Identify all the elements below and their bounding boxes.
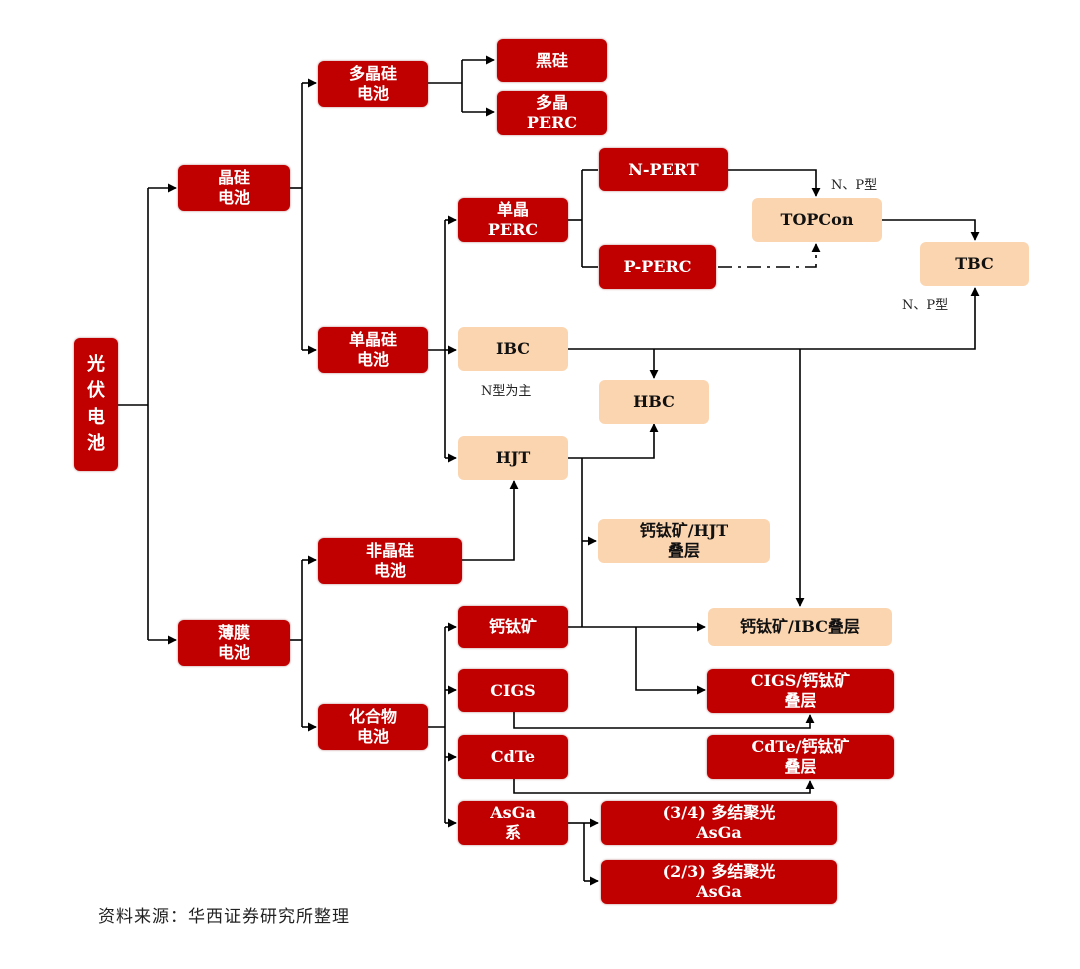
node-label-line: 系: [504, 823, 521, 842]
node-label-line: 薄膜: [217, 623, 250, 642]
node-label-line: AsGa: [490, 803, 536, 822]
node-black-silicon: 黑硅: [497, 39, 607, 82]
node-poly-perc: 多晶 PERC: [497, 91, 607, 135]
source-note: 资料来源：华西证券研究所整理: [98, 907, 350, 927]
node-p-perc: P-PERC: [599, 245, 716, 289]
node-label-line: IBC: [495, 339, 531, 358]
annotation-np-type-topcon: N、P型: [831, 178, 878, 193]
node-cigs-perovskite-tandem: CIGS/钙钛矿 叠层: [707, 669, 894, 713]
node-pv-cell-char: 光: [87, 354, 105, 376]
node-label-line: 电池: [217, 188, 250, 207]
node-label-line: (3/4) 多结聚光: [662, 803, 776, 822]
node-perovskite-ibc-tandem: 钙钛矿/IBC叠层: [708, 608, 892, 646]
node-asga-3-4-junction: (3/4) 多结聚光 AsGa: [601, 801, 837, 845]
node-label-line: CIGS/钙钛矿: [750, 671, 851, 690]
node-label-line: P-PERC: [623, 257, 692, 276]
node-crystalline-cell: 晶硅 电池: [178, 165, 290, 211]
node-label-line: 钙钛矿/HJT: [639, 521, 729, 540]
node-label-line: 黑硅: [535, 50, 568, 70]
node-label-line: HJT: [495, 448, 531, 467]
node-label-line: (2/3) 多结聚光: [662, 862, 776, 881]
node-label-line: 电池: [356, 84, 389, 103]
node-label-line: 晶硅: [217, 168, 250, 187]
node-label-line: 叠层: [784, 691, 817, 710]
node-label-line: 非晶硅: [365, 541, 414, 560]
node-label-line: AsGa: [696, 882, 742, 901]
node-thinfilm-cell: 薄膜 电池: [178, 620, 290, 666]
node-label-line: 多晶: [535, 93, 568, 112]
node-cigs: CIGS: [458, 669, 568, 712]
node-perovskite: 钙钛矿: [458, 606, 568, 648]
node-label-line: 电池: [356, 727, 389, 746]
node-n-pert: N-PERT: [599, 148, 728, 191]
node-label-line: PERC: [487, 220, 539, 239]
node-label-line: CdTe: [490, 747, 536, 766]
node-label-line: 叠层: [667, 541, 700, 560]
node-tbc: TBC: [920, 242, 1029, 286]
node-label-line: 钙钛矿/IBC叠层: [740, 617, 860, 636]
node-ibc: IBC: [458, 327, 568, 371]
node-pv-cell-char: 池: [87, 432, 105, 454]
node-label-line: CIGS: [490, 680, 536, 700]
node-label-line: 单晶: [496, 200, 529, 219]
node-asga-series: AsGa 系: [458, 801, 568, 845]
node-label-line: 多晶硅: [348, 64, 397, 83]
node-label-line: 化合物: [348, 707, 397, 726]
node-hjt: HJT: [458, 436, 568, 480]
node-label-line: 叠层: [784, 757, 817, 776]
node-compound-cell: 化合物 电池: [318, 704, 428, 750]
node-pv-cell-char: 伏: [87, 380, 105, 402]
node-mono-perc: 单晶 PERC: [458, 198, 568, 242]
node-label-line: 电池: [373, 561, 406, 580]
node-label-line: CdTe/钙钛矿: [751, 737, 850, 756]
node-label-line: PERC: [526, 113, 578, 132]
node-label-line: 电池: [356, 350, 389, 369]
annotation-np-type-tbc: N、P型: [902, 298, 949, 313]
node-amorphous-cell: 非晶硅 电池: [318, 538, 462, 584]
node-hbc: HBC: [599, 380, 709, 424]
node-perovskite-hjt-tandem: 钙钛矿/HJT 叠层: [598, 519, 770, 563]
node-monosilicon-cell: 单晶硅 电池: [318, 327, 428, 373]
node-cdte: CdTe: [458, 735, 568, 779]
node-label-line: 电池: [217, 643, 250, 662]
node-topcon: TOPCon: [752, 198, 882, 242]
node-label-line: HBC: [633, 392, 675, 411]
node-polysilicon-cell: 多晶硅 电池: [318, 61, 428, 107]
node-asga-2-3-junction: (2/3) 多结聚光 AsGa: [601, 860, 837, 904]
node-pv-cell-char: 电: [87, 406, 105, 428]
node-label-line: TBC: [955, 254, 994, 273]
node-label-line: 单晶硅: [348, 330, 397, 349]
node-label-line: 钙钛矿: [488, 617, 537, 636]
node-label-line: AsGa: [696, 823, 742, 842]
node-pv-cell: 光 伏 电 池: [74, 338, 118, 471]
node-cdte-perovskite-tandem: CdTe/钙钛矿 叠层: [707, 735, 894, 779]
annotation-n-type-main: N型为主: [481, 384, 532, 399]
node-label-line: TOPCon: [780, 210, 854, 229]
node-label-line: N-PERT: [628, 159, 699, 179]
